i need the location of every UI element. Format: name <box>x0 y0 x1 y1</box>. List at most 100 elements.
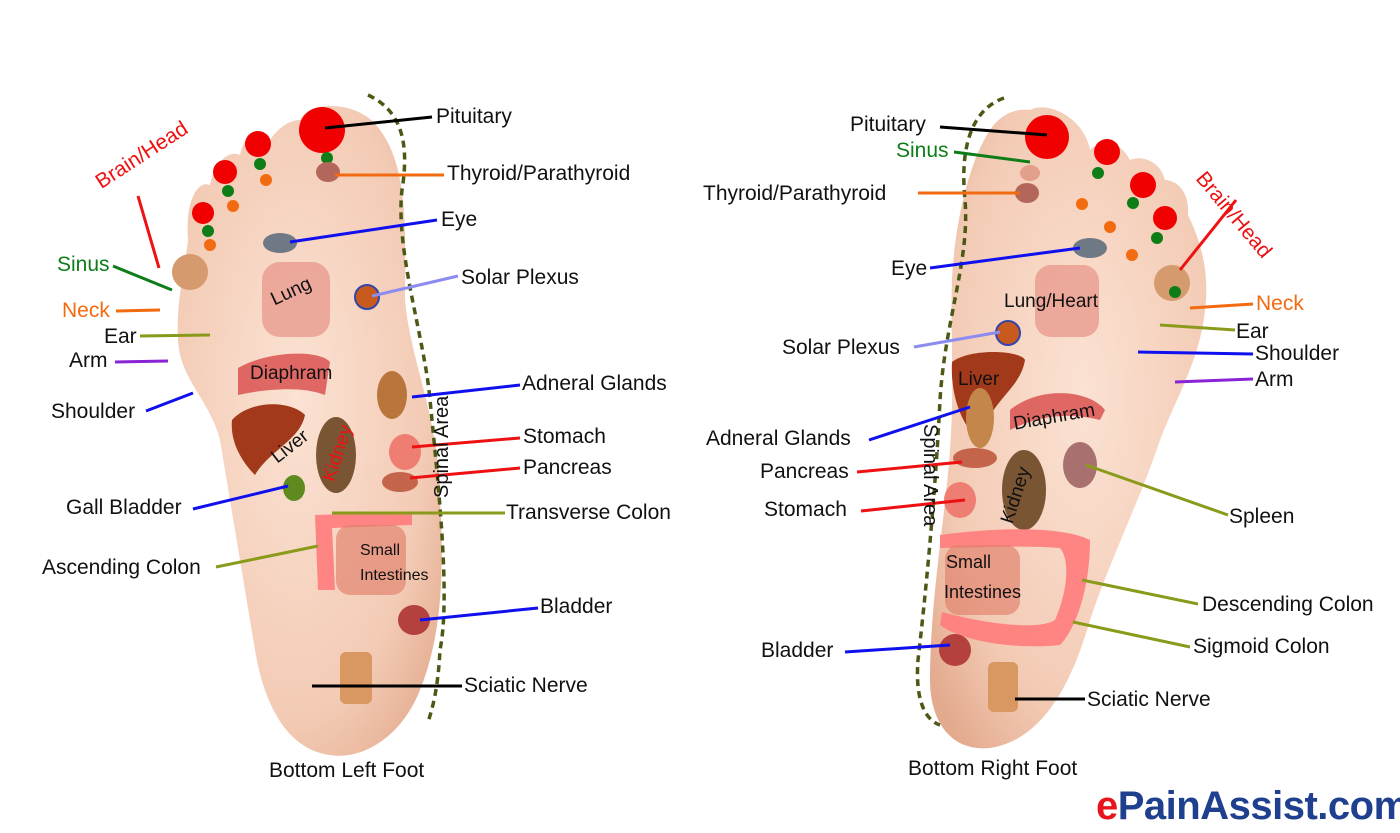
leader-line <box>324 115 433 130</box>
right-label-thyroid: Thyroid/Parathyroid <box>703 182 887 205</box>
toe-green-dot-icon <box>1092 167 1104 179</box>
left-foot <box>172 93 446 756</box>
right-label-pituitary: Pituitary <box>850 113 926 136</box>
brand-prefix: e <box>1096 784 1118 828</box>
brand-logo: ePainAssist.com <box>1096 784 1400 829</box>
intestines-icon <box>336 525 406 595</box>
right-organ-intestines: Intestines <box>944 582 1022 602</box>
bladder-icon <box>939 634 971 666</box>
left-leader-lines <box>112 115 539 688</box>
lung-icon <box>262 262 330 337</box>
left-label-arm: Arm <box>69 349 108 372</box>
lung-heart-icon <box>1035 265 1099 337</box>
kidney-icon <box>1002 450 1046 530</box>
intestines-icon <box>945 545 1020 615</box>
left-organ-intestines: Intestines <box>360 567 429 584</box>
right-label-neck: Neck <box>1256 292 1304 315</box>
left-label-solar-plexus: Solar Plexus <box>461 266 579 289</box>
leader-line <box>939 125 1048 137</box>
eye-icon <box>263 233 297 253</box>
leader-line <box>1159 323 1236 332</box>
leader-line <box>1085 463 1229 517</box>
leader-line <box>215 544 319 569</box>
right-label-shoulder: Shoulder <box>1255 342 1340 365</box>
right-spinal-area-label: Spinal Area <box>919 424 941 527</box>
right-foot-caption: Bottom Right Foot <box>908 757 1078 780</box>
leader-line <box>1081 578 1199 606</box>
spleen-icon <box>1063 442 1097 488</box>
toe-green-dot-icon <box>321 152 333 164</box>
pancreas-icon <box>953 448 997 468</box>
leader-line <box>114 359 169 364</box>
left-organ-small: Small <box>360 542 401 559</box>
toe-green-dot-icon <box>1169 286 1181 298</box>
leader-line <box>289 218 438 244</box>
leader-line <box>1178 199 1238 271</box>
eye-icon <box>1073 238 1107 258</box>
toe-green-dot-icon <box>254 158 266 170</box>
leader-line <box>409 466 521 480</box>
toe-red-dot-icon <box>192 202 214 224</box>
left-foot-caption: Bottom Left Foot <box>269 759 425 782</box>
left-spinal-area-label: Spinal Area <box>431 395 453 498</box>
left-label-gall-bladder: Gall Bladder <box>66 496 182 519</box>
toe-green-dot-icon <box>222 185 234 197</box>
spinal-area-dashes <box>915 96 1005 727</box>
right-organ-small: Small <box>946 552 992 572</box>
right-label-sciatic-nerve: Sciatic Nerve <box>1087 688 1211 711</box>
leader-line <box>868 405 971 442</box>
adrenal-gland-icon <box>377 371 407 419</box>
leader-line <box>411 383 521 399</box>
left-label-adneral-glands: Adneral Glands <box>522 372 667 395</box>
right-label-stomach: Stomach <box>764 498 847 521</box>
leader-line <box>411 436 521 449</box>
gall-bladder-icon <box>283 475 305 501</box>
toe-green-dot-icon <box>202 225 214 237</box>
leader-line <box>913 330 1001 349</box>
left-label-sinus: Sinus <box>57 253 110 276</box>
right-label-adneral-glands: Adneral Glands <box>706 427 851 450</box>
diaphram-icon <box>1010 393 1105 430</box>
right-label-eye: Eye <box>891 257 928 280</box>
leader-line <box>192 484 289 511</box>
toe-red-dot-icon <box>1153 206 1177 230</box>
leader-line <box>1137 350 1254 356</box>
right-leader-lines <box>844 125 1254 701</box>
left-label-shoulder: Shoulder <box>51 400 136 423</box>
left-label-thyroid: Thyroid/Parathyroid <box>447 162 631 185</box>
right-label-solar-plexus: Solar Plexus <box>782 336 900 359</box>
right-label-ear: Ear <box>1236 320 1269 343</box>
leader-line <box>419 606 539 622</box>
right-label-descending-colon: Descending Colon <box>1202 593 1374 616</box>
toe-red-dot-icon <box>213 160 237 184</box>
toe-orange-dot-icon <box>204 239 216 251</box>
colon-band-icon <box>315 512 412 590</box>
right-label-arm: Arm <box>1255 368 1294 391</box>
toe-green-dot-icon <box>1127 197 1139 209</box>
right-label-sinus: Sinus <box>896 139 949 162</box>
right-label-pancreas: Pancreas <box>760 460 849 483</box>
right-label-bladder: Bladder <box>761 639 834 662</box>
adrenal-gland-icon <box>966 388 994 448</box>
left-label-pancreas: Pancreas <box>523 456 612 479</box>
leader-line <box>1189 302 1254 310</box>
toe-red-dot-icon <box>245 131 271 157</box>
leader-line <box>1072 620 1191 649</box>
right-label-sigmoid-colon: Sigmoid Colon <box>1193 635 1330 658</box>
leader-line <box>1174 377 1254 384</box>
right-organ-liver: Liver <box>958 369 1000 390</box>
left-label-stomach: Stomach <box>523 425 606 448</box>
right-organ-lung-heart: Lung/Heart <box>1004 291 1099 312</box>
leader-line <box>139 333 211 338</box>
solar-plexus-icon <box>354 284 380 310</box>
leader-line <box>145 391 194 413</box>
toe-red-dot-icon <box>1130 172 1156 198</box>
left-label-pituitary: Pituitary <box>436 105 512 128</box>
brain-icon <box>172 254 208 290</box>
left-organ-diaphram: Diaphram <box>250 363 333 384</box>
leader-line <box>136 195 161 269</box>
left-label-bladder: Bladder <box>540 595 613 618</box>
stomach-icon <box>389 434 421 470</box>
toe-green-dot-icon <box>1151 232 1163 244</box>
